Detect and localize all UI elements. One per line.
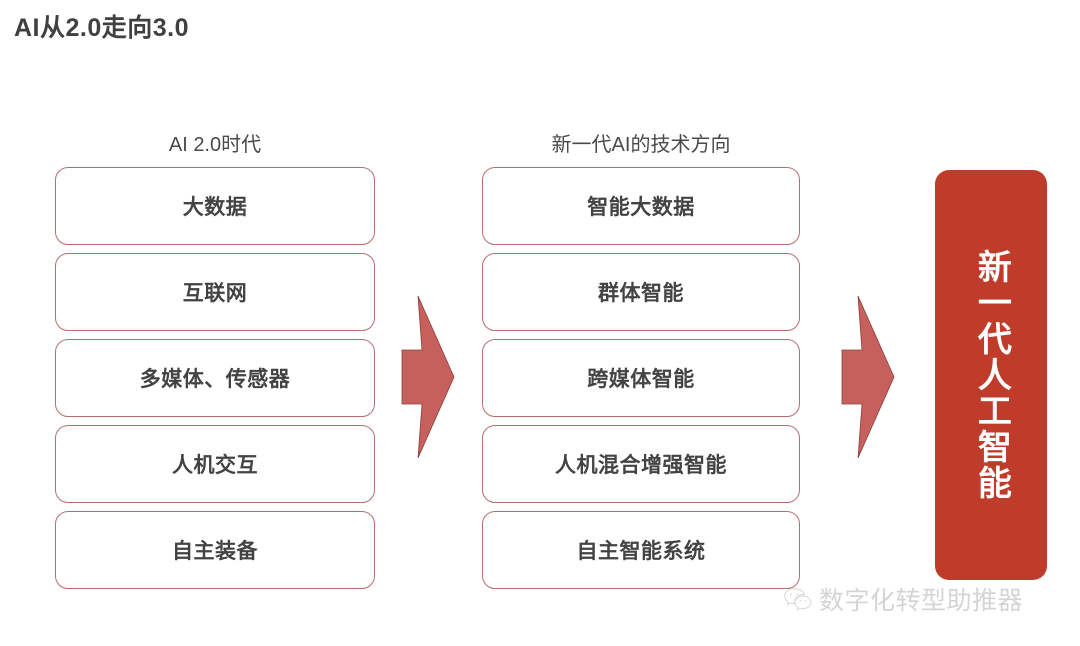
wechat-icon xyxy=(783,586,813,612)
card-label: 群体智能 xyxy=(598,282,684,305)
card-label: 人机混合增强智能 xyxy=(555,454,727,477)
card-label: 人机交互 xyxy=(172,454,258,477)
arrow-col2-to-result-icon xyxy=(838,296,898,458)
card-label: 智能大数据 xyxy=(587,196,695,219)
list-item[interactable]: 自主智能系统 xyxy=(482,511,800,589)
arrow-col1-to-col2-icon xyxy=(398,296,458,458)
list-item[interactable]: 群体智能 xyxy=(482,253,800,331)
column-2-card-list: 智能大数据 群体智能 跨媒体智能 人机混合增强智能 自主智能系统 xyxy=(482,167,800,589)
watermark-label: 数字化转型助推器 xyxy=(819,587,1024,615)
column-1-header: AI 2.0时代 xyxy=(168,134,262,156)
result-panel[interactable]: 新一代人工智能 xyxy=(935,170,1047,580)
card-label: 自主装备 xyxy=(172,540,258,563)
card-label: 自主智能系统 xyxy=(576,540,706,563)
list-item[interactable]: 跨媒体智能 xyxy=(482,339,800,417)
card-label: 互联网 xyxy=(182,282,248,305)
card-label: 大数据 xyxy=(182,196,248,219)
list-item[interactable]: 大数据 xyxy=(55,167,375,245)
list-item[interactable]: 自主装备 xyxy=(55,511,375,589)
list-item[interactable]: 人机交互 xyxy=(55,425,375,503)
page-title: AI从2.0走向3.0 xyxy=(14,14,190,42)
watermark: 数字化转型助推器 xyxy=(783,581,1023,617)
card-label: 多媒体、传感器 xyxy=(139,368,291,391)
card-label: 跨媒体智能 xyxy=(587,368,695,391)
list-item[interactable]: 人机混合增强智能 xyxy=(482,425,800,503)
result-panel-label: 新一代人工智能 xyxy=(972,249,1011,501)
list-item[interactable]: 互联网 xyxy=(55,253,375,331)
column-2-header: 新一代AI的技术方向 xyxy=(551,134,731,156)
list-item[interactable]: 多媒体、传感器 xyxy=(55,339,375,417)
list-item[interactable]: 智能大数据 xyxy=(482,167,800,245)
column-1-card-list: 大数据 互联网 多媒体、传感器 人机交互 自主装备 xyxy=(55,167,375,589)
